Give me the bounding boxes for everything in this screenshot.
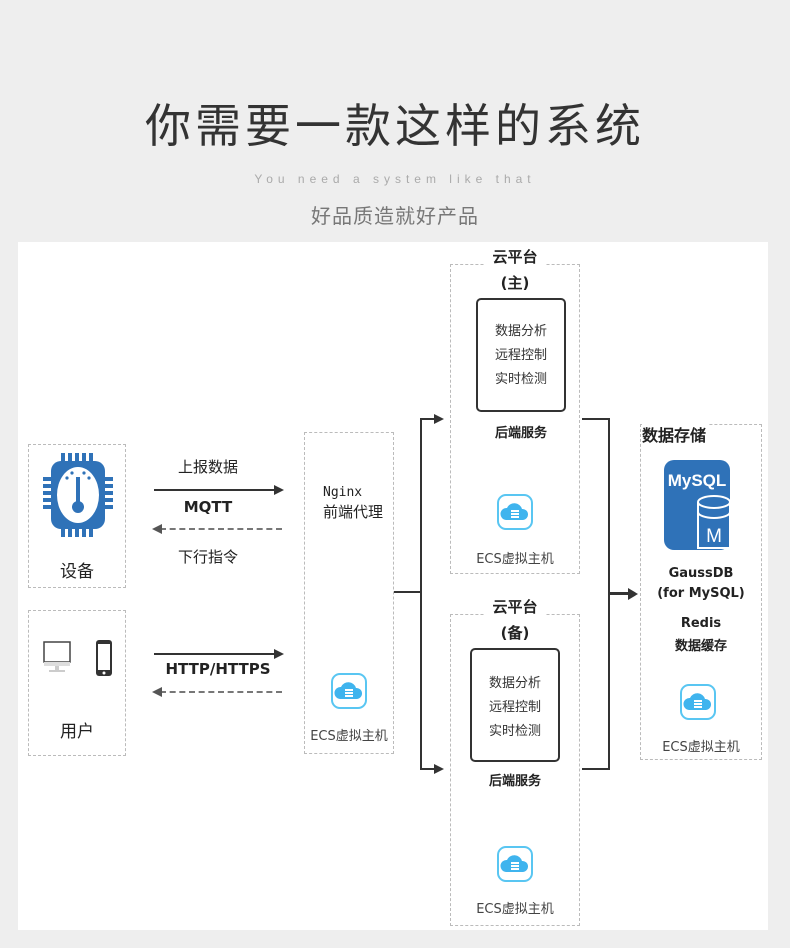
gaussdb-label: GaussDB (668, 566, 734, 581)
service-item: 远程控制 (494, 348, 547, 363)
user-label: 用户 (60, 722, 94, 742)
main-backend-label: 后端服务 (494, 426, 547, 441)
to-storage-line (608, 592, 630, 595)
http-response-line (160, 691, 282, 693)
ecs-cloud-icon (497, 846, 533, 882)
to-backup-cloud-line (420, 768, 436, 770)
main-services-box: 数据分析 远程控制 实时检测 (476, 298, 566, 412)
service-item: 数据分析 (494, 324, 547, 339)
device-label: 设备 (60, 562, 94, 582)
service-item: 实时检测 (488, 724, 541, 739)
to-backup-cloud-arrow (434, 764, 444, 774)
upload-data-label: 上报数据 (177, 458, 238, 476)
page-title: 你需要一款这样的系统 (145, 99, 645, 153)
storage-title: 数据存储 (642, 422, 708, 446)
main-cloud-title: 云平台 (484, 246, 546, 267)
backup-cloud-tag: (备) (500, 624, 530, 642)
subtitle-english: You need a system like that (254, 172, 536, 186)
device-box: 设备 (28, 444, 126, 588)
backup-cloud-title: 云平台 (484, 596, 546, 617)
main-host-label: ECS虚拟主机 (476, 552, 554, 567)
upload-arrow-line (154, 489, 276, 491)
http-label: HTTP/HTTPS (165, 660, 271, 678)
main-cloud-tag: (主) (500, 274, 530, 292)
to-storage-arrow (628, 588, 638, 600)
backup-to-storage-line (582, 768, 610, 770)
mysql-badge-text: M (706, 526, 722, 547)
mysql-database-icon: MySQL M (664, 460, 731, 550)
service-item: 远程控制 (488, 700, 541, 715)
mysql-icon-text: MySQL (668, 471, 727, 490)
http-request-head (274, 649, 284, 659)
subtitle-chinese: 好品质造就好产品 (311, 204, 479, 228)
to-main-cloud-arrow (434, 414, 444, 424)
monitor-icon (43, 641, 71, 672)
phone-icon (96, 640, 112, 676)
nginx-proxy-box: Nginx 前端代理 ECS虚拟主机 (304, 432, 394, 754)
proxy-connector (394, 591, 422, 593)
service-item: 实时检测 (494, 372, 547, 387)
backup-services-box: 数据分析 远程控制 实时检测 (470, 648, 560, 762)
downlink-arrow-line (160, 528, 282, 530)
nginx-label: Nginx (323, 485, 363, 500)
backup-backend-label: 后端服务 (488, 774, 541, 789)
architecture-diagram: 设备 用户 上报数据 MQTT 下行指令 HTTP/HTTPS Nginx 前端… (18, 242, 768, 930)
http-response-head (152, 687, 162, 697)
ecs-cloud-icon (497, 494, 533, 530)
upload-arrow-head (274, 485, 284, 495)
main-to-storage-line (582, 418, 610, 420)
proxy-host-label: ECS虚拟主机 (310, 729, 388, 744)
ecs-cloud-icon (680, 684, 716, 720)
gaussdb-sub-label: (for MySQL) (657, 586, 745, 601)
backup-host-label: ECS虚拟主机 (476, 902, 554, 917)
redis-label: Redis (680, 616, 722, 631)
storage-host-label: ECS虚拟主机 (662, 740, 740, 755)
user-box: 用户 (28, 610, 126, 756)
cache-label: 数据缓存 (674, 639, 727, 654)
cloud-split-vertical (420, 418, 422, 770)
ecs-cloud-icon (331, 673, 367, 709)
downlink-arrow-head (152, 524, 162, 534)
to-main-cloud-line (420, 418, 436, 420)
mqtt-label: MQTT (183, 498, 233, 516)
service-item: 数据分析 (488, 676, 541, 691)
chip-thermometer-icon (43, 453, 113, 537)
downlink-command-label: 下行指令 (177, 548, 238, 566)
http-request-line (154, 653, 276, 655)
frontend-proxy-label: 前端代理 (323, 503, 384, 521)
